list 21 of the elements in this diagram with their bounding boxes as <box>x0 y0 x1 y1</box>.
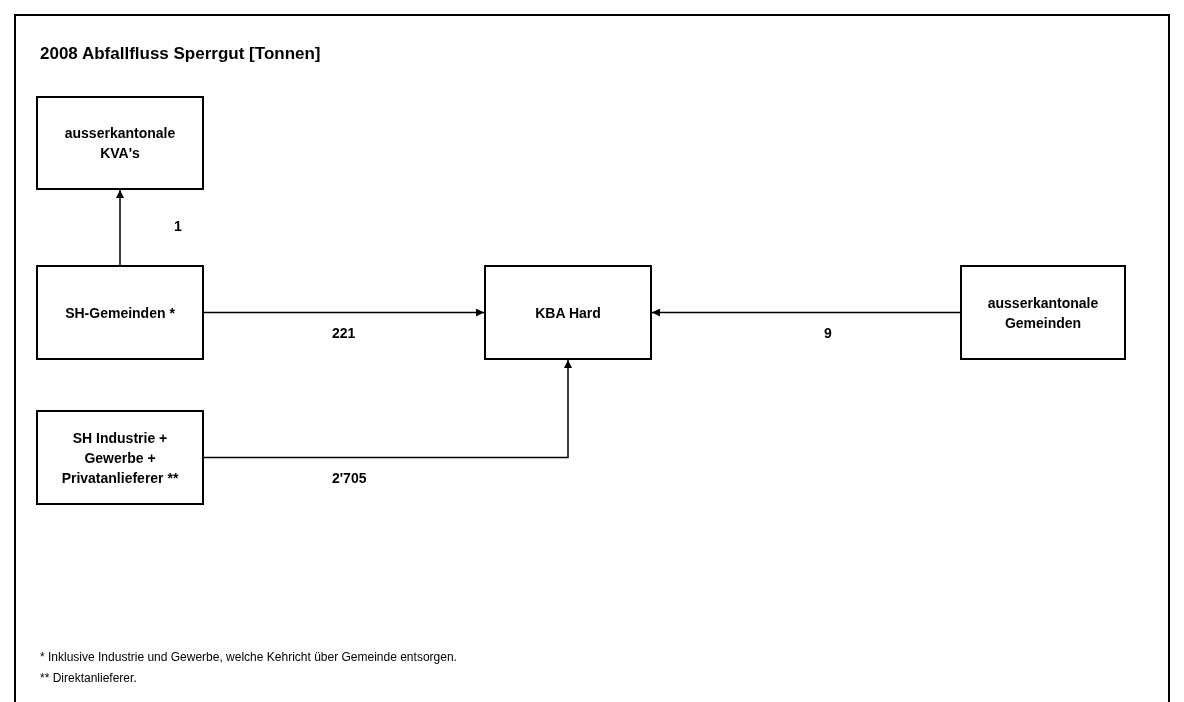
arrow <box>116 189 124 266</box>
box-label: KBA Hard <box>535 303 601 323</box>
footnote: * Inklusive Industrie und Gewerbe, welche Kehricht über Gemeinde entsorgen. <box>40 650 457 664</box>
edge-label: 2'705 <box>330 470 369 486</box>
process-box <box>484 265 652 360</box>
box-label: ausserkantonale KVA's <box>63 124 177 163</box>
edge-label: 221 <box>330 325 358 341</box>
process-box <box>960 265 1126 360</box>
edge-label: 9 <box>822 325 834 341</box>
box-label: SH-Gemeinden * <box>65 303 175 323</box>
arrow <box>651 308 961 317</box>
box-label: SH Industrie + Gewerbe + Privatanlieferer ** <box>60 428 180 488</box>
arrow <box>203 308 485 317</box>
edge-label: 1 <box>172 218 184 234</box>
process-box <box>36 96 204 190</box>
process-box <box>36 265 204 360</box>
process-box <box>36 410 204 505</box>
box-label: ausserkantonale Gemeinden <box>986 293 1100 333</box>
arrow <box>203 359 572 459</box>
footnote: ** Direktanlieferer. <box>40 671 137 685</box>
diagram-title: 2008 Abfallfluss Sperrgut [Tonnen] <box>40 44 321 64</box>
